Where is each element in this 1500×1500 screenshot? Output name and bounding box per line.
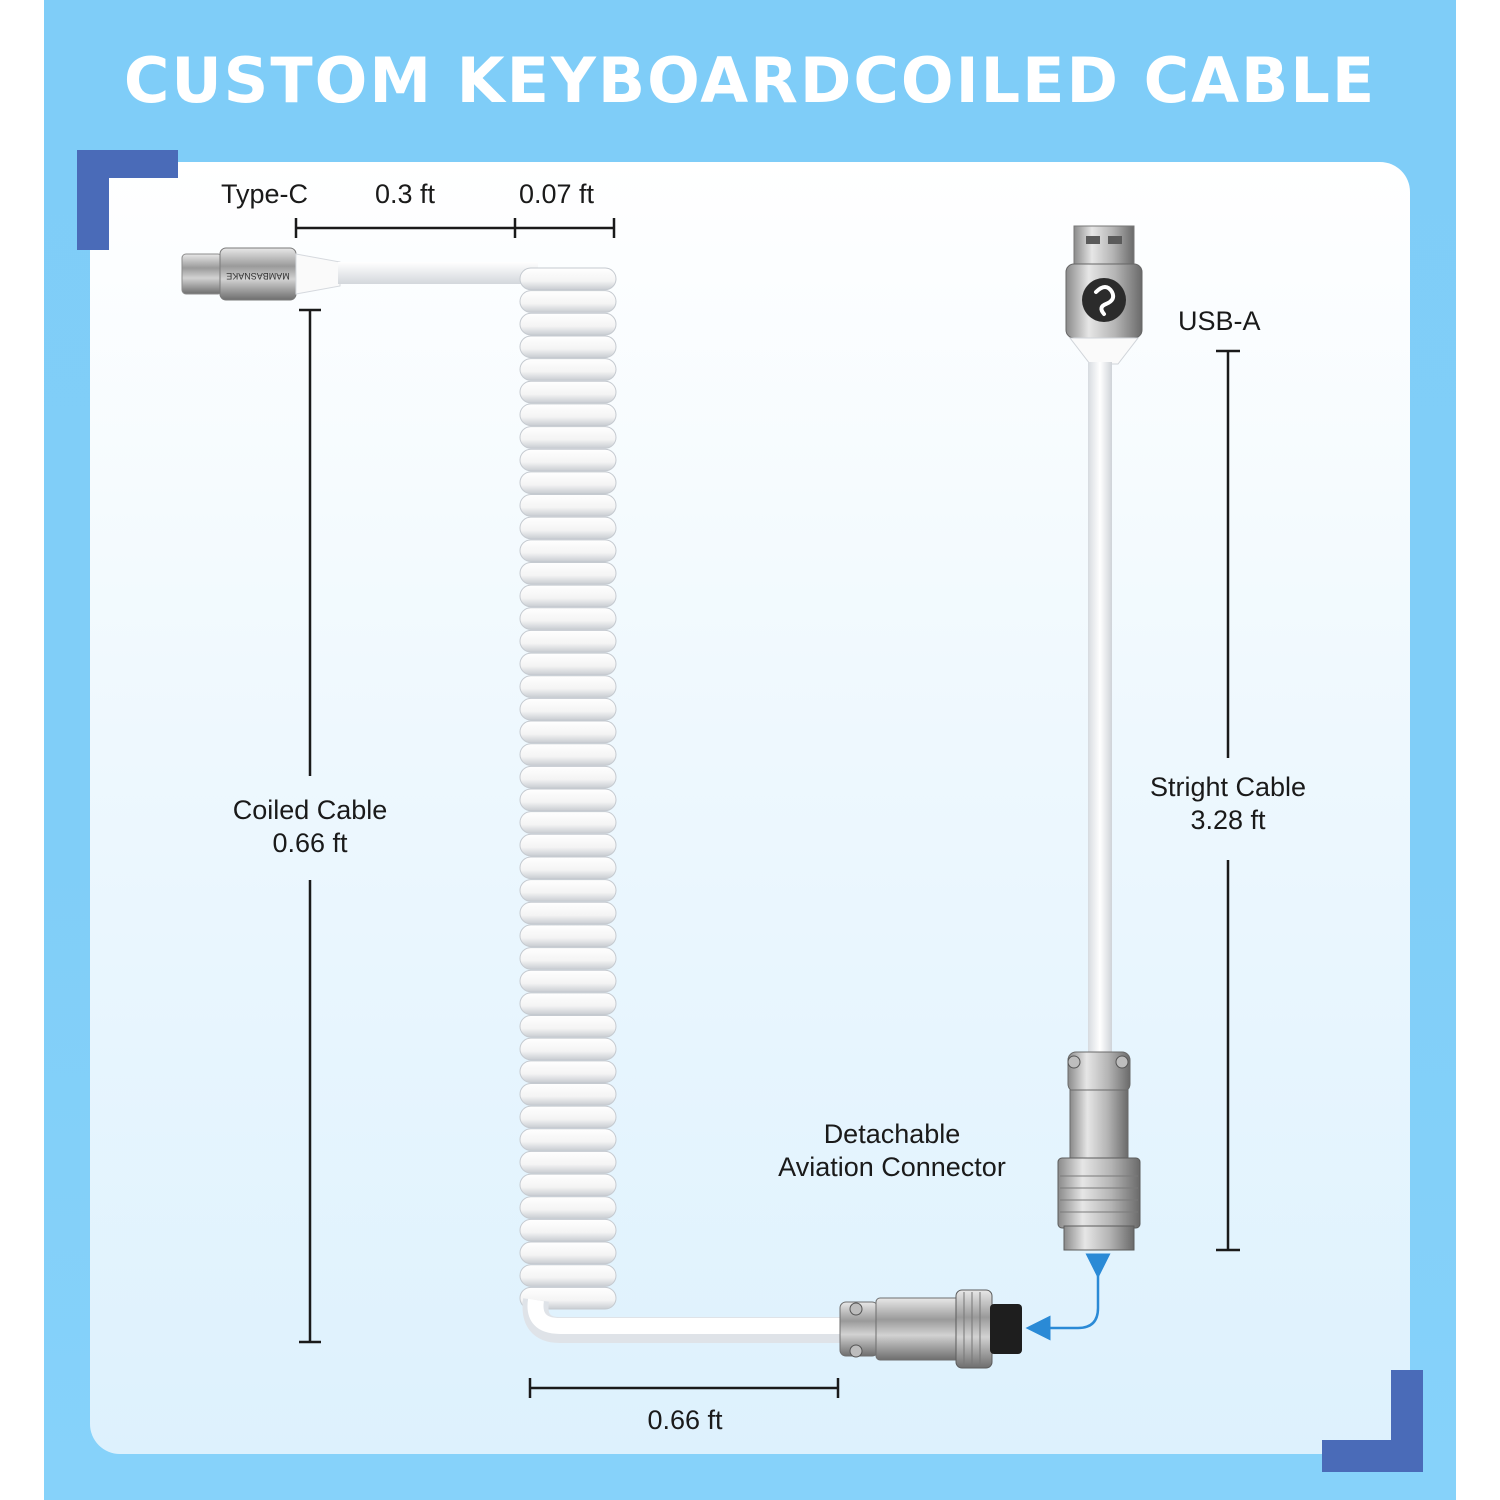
coil-loop (519, 1218, 617, 1242)
tail-length-label: 0.66 ft (647, 1405, 723, 1435)
coil-loop (519, 743, 617, 766)
coil-loop (519, 1264, 617, 1287)
corner-accent-top-left (77, 150, 178, 250)
coil-loop (519, 1105, 617, 1129)
coiled-cable-name: Coiled Cable (232, 795, 388, 825)
coil-loop (519, 856, 617, 880)
dimension-coiled (299, 308, 321, 1344)
coil-loop (519, 1037, 617, 1061)
coil-loop (519, 788, 617, 812)
aviation-connector-label: Detachable Aviation Connector (752, 1118, 1032, 1184)
coil-loop (519, 607, 617, 630)
straight-cable-name: Stright Cable (1149, 772, 1307, 802)
dimension-plug (294, 218, 616, 238)
coil-loop (519, 1196, 617, 1219)
coiled-cable-length: 0.66 ft (272, 828, 348, 858)
coil-loop (519, 1128, 617, 1151)
coiled-cable-label: Coiled Cable 0.66 ft (210, 794, 410, 860)
straight-cable (1088, 362, 1112, 1062)
coil-loop (519, 561, 617, 585)
coil-loop (519, 1241, 617, 1265)
coil-loop (519, 471, 617, 495)
strain-relief-length-label: 0.07 ft (519, 179, 595, 209)
brand-print: MAMBASNAKE (226, 271, 290, 281)
corner-accent-bottom-right (1322, 1370, 1423, 1472)
coil-loop (519, 901, 617, 925)
coil-loop (519, 516, 617, 540)
connector-line-1: Detachable (823, 1119, 961, 1149)
type-c-cable (338, 262, 538, 284)
type-c-connector: MAMBASNAKE (181, 247, 341, 301)
plug-length-label: 0.3 ft (375, 179, 436, 209)
coil-loop (519, 380, 617, 404)
coil-loop (519, 969, 617, 993)
coil-loop (519, 1060, 617, 1083)
coil-loop (519, 358, 617, 381)
coil-loop (519, 629, 617, 653)
straight-cable-label: Stright Cable 3.28 ft (1118, 771, 1338, 837)
coil-loop (519, 765, 617, 789)
coil-loop (519, 720, 617, 744)
connector-line-2: Aviation Connector (778, 1152, 1006, 1182)
snake-logo-icon (1094, 285, 1116, 316)
coil-loop (519, 312, 617, 336)
coil-loop (519, 290, 617, 313)
straight-cable-length: 3.28 ft (1190, 805, 1266, 835)
page-title: CUSTOM KEYBOARDCOILED CABLE (123, 44, 1377, 117)
coil-loop (519, 1082, 617, 1106)
aviation-connector-female (1057, 1051, 1141, 1251)
coil-loop (519, 947, 617, 970)
coil-loop (519, 403, 617, 427)
coil-loop (519, 811, 617, 834)
dimension-straight (1216, 349, 1240, 1252)
type-c-label: Type-C (221, 179, 309, 209)
dimension-tail (528, 1378, 840, 1398)
coil-loop (519, 267, 617, 291)
coil-loop (519, 1173, 617, 1197)
coil-loop (519, 697, 617, 721)
coil-loop (519, 448, 617, 472)
coil-loop (519, 652, 617, 676)
double-arrow-icon (1025, 1253, 1111, 1341)
coil-loop (519, 833, 617, 857)
coiled-cable (519, 267, 617, 1310)
coil-loop (519, 675, 617, 698)
usb-a-connector (1065, 225, 1143, 365)
coil-loop (519, 494, 617, 517)
coil-loop (519, 1015, 617, 1038)
aviation-connector-male (839, 1289, 1022, 1369)
coil-loop (519, 924, 617, 948)
coil-loop (519, 992, 617, 1016)
coil-loop (519, 426, 617, 449)
coil-loop (519, 539, 617, 562)
coil-loop (519, 1150, 617, 1174)
usb-a-label: USB-A (1178, 306, 1261, 336)
coil-loop (519, 879, 617, 902)
coil-loop (519, 584, 617, 608)
coil-loop (519, 335, 617, 359)
